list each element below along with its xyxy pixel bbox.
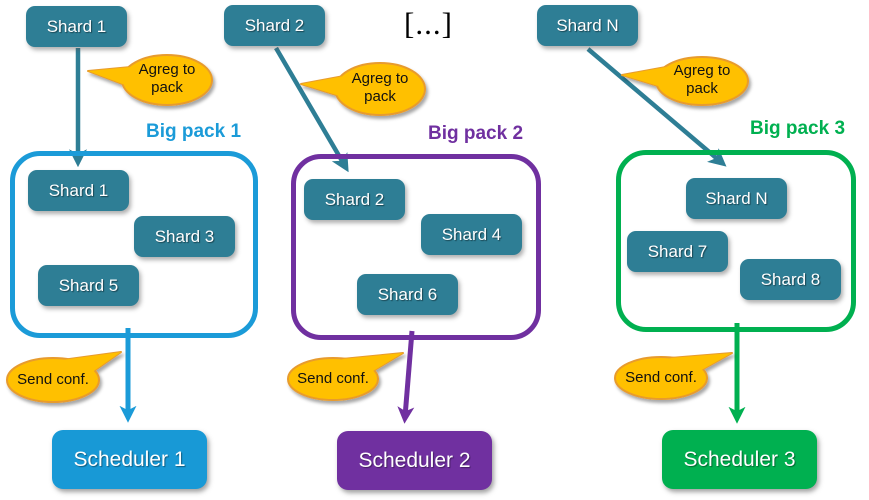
agreg-bubble-3	[621, 56, 749, 106]
big-pack-3	[616, 150, 856, 332]
arrow-shard2-to-pack2	[274, 46, 349, 173]
scheduler-box-2: Scheduler 2	[337, 431, 492, 490]
pack-title-1: Big pack 1	[146, 121, 242, 142]
send-bubble-text-1: Send conf.	[17, 371, 89, 388]
pack3-shard-box-2: Shard 7	[627, 231, 728, 272]
pack2-shard-box-1: Shard 2	[304, 179, 405, 220]
send-bubble-1	[6, 351, 122, 403]
big-pack-1	[10, 151, 258, 338]
big-pack-2	[291, 154, 541, 340]
top-shard-box-3: Shard N	[537, 5, 638, 46]
agreg-bubble-text-2: Agreg to pack	[333, 70, 427, 106]
top-shard-box-2: Shard 2	[224, 5, 325, 46]
agreg-line1: Agreg to	[673, 62, 731, 79]
agreg-bubble-text-3: Agreg to pack	[655, 62, 749, 98]
pack1-shard-box-2: Shard 3	[134, 216, 235, 257]
pack3-shard-box-1: Shard N	[686, 178, 787, 219]
pack-title-2: Big pack 2	[428, 123, 524, 144]
scheduler-box-1: Scheduler 1	[52, 430, 207, 489]
arrow-shardN-to-pack3	[586, 47, 727, 167]
send-bubble-3	[614, 352, 733, 400]
arrow-pack2-to-scheduler2	[397, 330, 415, 424]
send-bubble-text-3: Send conf.	[625, 369, 697, 386]
agreg-line2: pack	[686, 80, 718, 97]
top-shard-box-1: Shard 1	[26, 6, 127, 47]
send-bubble-2	[287, 352, 404, 401]
pack2-shard-box-3: Shard 6	[357, 274, 458, 315]
agreg-bubble-text-1: Agreg to pack	[120, 61, 214, 97]
scheduler-box-3: Scheduler 3	[662, 430, 817, 489]
agreg-line2: pack	[151, 79, 183, 96]
pack1-shard-box-1: Shard 1	[28, 170, 129, 211]
agreg-line2: pack	[364, 88, 396, 105]
pack3-shard-box-3: Shard 8	[740, 259, 841, 300]
pack1-shard-box-3: Shard 5	[38, 265, 139, 306]
agreg-line1: Agreg to	[138, 61, 196, 78]
agreg-bubble-1	[87, 54, 213, 106]
ellipsis-label: [...]	[404, 6, 453, 41]
pack2-shard-box-2: Shard 4	[421, 214, 522, 255]
agreg-bubble-2	[300, 62, 426, 116]
send-bubble-text-2: Send conf.	[297, 370, 369, 387]
agreg-line1: Agreg to	[351, 70, 409, 87]
pack-title-3: Big pack 3	[750, 118, 846, 139]
